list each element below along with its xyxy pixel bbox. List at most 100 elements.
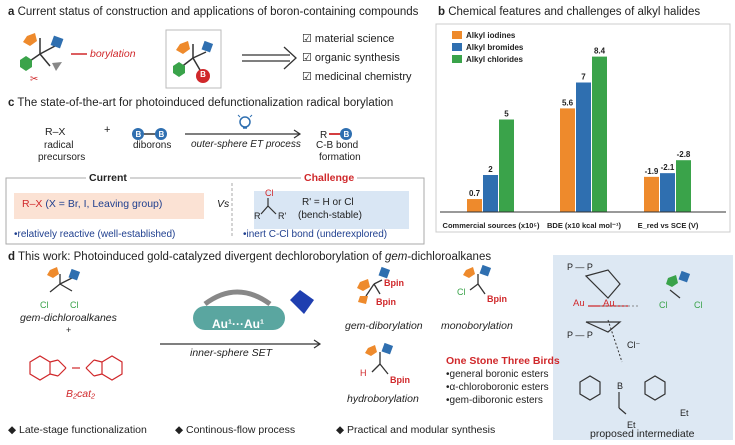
gem-cl-left: Cl <box>40 300 49 310</box>
b2cat2-structure <box>29 355 123 381</box>
svg-text:B: B <box>136 130 142 139</box>
monoborylation-structure <box>463 264 492 295</box>
b2cat2-label: B₂cat₂ <box>66 388 96 400</box>
bar-2-1 <box>560 108 575 212</box>
bar-value-3-3: -2.8 <box>677 150 691 159</box>
bird-item-2: •α-chloroboronic esters <box>446 382 549 393</box>
legend-swatch-1 <box>452 31 462 39</box>
int-cl-2: Cl <box>694 300 703 310</box>
bird-item-3: •gem-diboronic esters <box>446 395 543 406</box>
borylation-label: borylation <box>90 48 136 60</box>
boron-atom-label: B <box>200 70 206 79</box>
hydroborylation-label: hydroborylation <box>347 393 419 405</box>
challenge-substituent: R' = H or Cl <box>302 197 354 208</box>
gem-diborylation-structure <box>357 266 391 304</box>
legend-swatch-2 <box>452 43 462 51</box>
bar-3-3 <box>676 160 691 212</box>
panel-a-label: a <box>8 6 15 18</box>
intermediate-label: proposed intermediate <box>590 428 695 440</box>
current-rx: R–X <box>22 198 43 210</box>
rb-product: R B <box>320 128 352 141</box>
int-b-label: B <box>617 381 624 391</box>
challenge-note: (bench-stable) <box>298 210 362 221</box>
hydro-h-label: H <box>360 368 367 378</box>
category-label-1: Commercial sources (x10⁵) <box>443 221 540 230</box>
mono-bpin: Bpin <box>487 294 507 304</box>
panel-d-scheme <box>29 264 691 415</box>
radical-label: radical <box>44 140 74 151</box>
bar-2-2 <box>576 82 591 212</box>
app-item-2: ☑ organic synthesis <box>302 52 400 64</box>
panel-c-title: c The state-of-the-art for photoinduced … <box>8 97 393 109</box>
svg-text:R: R <box>320 130 327 141</box>
bar-3-2 <box>660 173 675 212</box>
diborons-label: diborons <box>133 140 172 151</box>
panel-d-title: d This work: Photoinduced gold-catalyzed… <box>8 251 491 263</box>
one-stone-title: One Stone Three Birds <box>446 355 560 367</box>
panel-b-label: b <box>438 6 446 18</box>
challenge-cl-label: Cl <box>265 188 274 198</box>
monoborylation-label: monoborylation <box>441 320 513 332</box>
au-label-2: Au <box>603 298 615 309</box>
legend-label-3: Alkyl chlorides <box>466 55 523 64</box>
svg-text:B: B <box>344 130 350 139</box>
app-item-3: ☑ medicinal chemistry <box>302 71 412 83</box>
rx-formula: R–X <box>45 126 66 138</box>
app-item-1: ☑ material science <box>302 33 395 45</box>
int-et-2: Et <box>627 420 636 430</box>
process-label: outer-sphere ET process <box>191 139 301 150</box>
svg-text:B: B <box>159 130 165 139</box>
challenge-highlight <box>254 191 409 229</box>
int-cl-1: Cl <box>659 300 668 310</box>
gem-dichloroalkanes-label: gem-dichloroalkanes <box>20 312 117 324</box>
bar-3-1 <box>644 176 659 212</box>
current-highlight <box>14 193 204 219</box>
legend-swatch-3 <box>452 55 462 63</box>
legend-label-1: Alkyl iodines <box>466 31 516 40</box>
hydro-bpin: Bpin <box>390 375 410 385</box>
plus-sign: + <box>104 124 111 136</box>
challenge-title: Challenge <box>301 172 358 184</box>
gold-catalyst-icon <box>193 289 314 330</box>
light-bulb-icon <box>237 114 253 129</box>
dichloride-structure <box>260 198 277 215</box>
boronated-molecule <box>173 40 214 83</box>
bar-value-2-2: 7 <box>581 73 586 82</box>
bar-value-2-1: 5.6 <box>562 98 574 107</box>
substrate-molecule: ✂ <box>20 33 64 85</box>
hydroborylation-structure <box>365 342 394 375</box>
bird-item-1: •general boronic esters <box>446 369 549 380</box>
panel-d-title-italic: gem <box>384 251 408 263</box>
bar-value-2-3: 8.4 <box>594 47 606 56</box>
bar-value-3-2: -2.1 <box>661 163 675 172</box>
main-arrowhead <box>313 339 322 349</box>
bar-value-3-1: -1.9 <box>645 167 659 176</box>
gem-diborylation-label: gem-diborylation <box>345 320 423 332</box>
app-label-2: organic synthesis <box>314 52 400 64</box>
gem-cl-right: Cl <box>70 300 79 310</box>
app-label-3: medicinal chemistry <box>314 71 412 83</box>
panel-a-title-text: Current status of construction and appli… <box>17 6 419 18</box>
gem-dichloroalkane-structure <box>47 267 81 293</box>
panel-a-title: a Current status of construction and app… <box>8 6 418 18</box>
intermediate-panel <box>553 255 733 440</box>
cb-bond-label: C-B bond <box>316 140 359 151</box>
reaction-arrowhead <box>293 129 302 139</box>
panel-b-title: b Chemical features and challenges of al… <box>438 6 700 18</box>
panel-c-label: c <box>8 97 15 109</box>
bar-value-1-2: 2 <box>488 165 493 174</box>
au-au-label: Au¹···Au¹ <box>212 317 264 331</box>
int-et-1: Et <box>680 408 689 418</box>
gem-bpin-2: Bpin <box>376 297 396 307</box>
challenge-rprime-label: R' <box>278 211 287 221</box>
application-arrow <box>242 46 297 70</box>
bar-value-1-1: 0.7 <box>469 189 481 198</box>
diboron-icon: B B <box>132 128 167 140</box>
formation-label: formation <box>319 152 361 163</box>
feature-1: ◆ Late-stage functionalization <box>8 424 147 436</box>
category-label-3: E_red vs SCE (V) <box>638 221 699 230</box>
bar-value-1-3: 5 <box>504 110 509 119</box>
category-label-2: BDE (x10 kcal mol⁻¹) <box>547 221 621 230</box>
feature-3: ◆ Practical and modular synthesis <box>336 424 496 436</box>
mono-cl-label: Cl <box>457 287 466 297</box>
